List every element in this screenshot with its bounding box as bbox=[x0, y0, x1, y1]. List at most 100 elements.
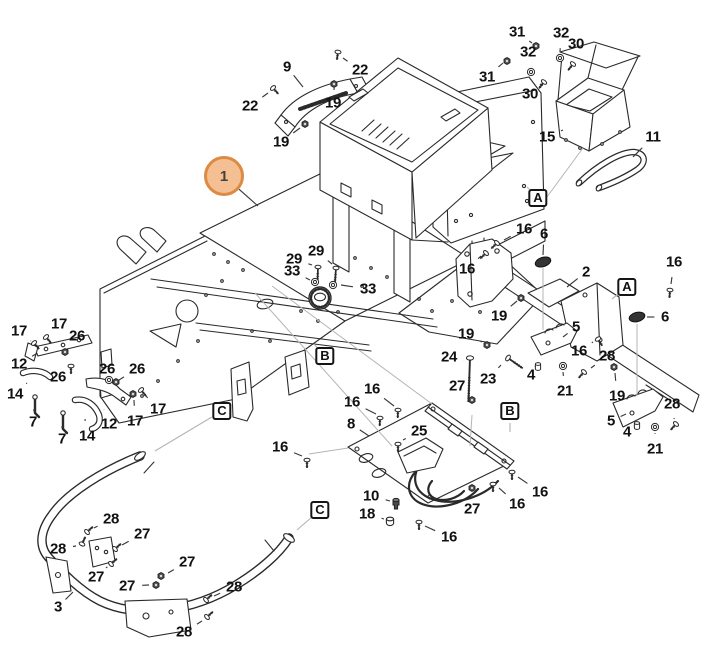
screw-fastener bbox=[269, 85, 279, 95]
part-number-11[interactable]: 11 bbox=[645, 128, 661, 146]
part-number-16[interactable]: 16 bbox=[515, 220, 533, 238]
part-number-23[interactable]: 23 bbox=[479, 370, 497, 388]
part-number-3[interactable]: 3 bbox=[53, 598, 63, 616]
screw-fastener bbox=[670, 421, 680, 431]
screw-fastener bbox=[108, 558, 118, 568]
part-number-5[interactable]: 5 bbox=[571, 318, 581, 336]
part-number-26[interactable]: 26 bbox=[128, 360, 146, 378]
part-number-16[interactable]: 16 bbox=[665, 253, 683, 271]
part-number-17[interactable]: 17 bbox=[149, 400, 167, 418]
part-number-33[interactable]: 33 bbox=[283, 262, 301, 280]
part-number-32[interactable]: 32 bbox=[519, 43, 537, 61]
part-number-7[interactable]: 7 bbox=[28, 413, 38, 431]
part-number-5[interactable]: 5 bbox=[606, 412, 616, 430]
screw-fastener bbox=[334, 49, 342, 61]
part-number-27[interactable]: 27 bbox=[448, 377, 466, 395]
screw-fastener bbox=[490, 240, 500, 250]
part-number-19[interactable]: 19 bbox=[324, 94, 342, 112]
part-number-28[interactable]: 28 bbox=[225, 578, 243, 596]
part-number-10[interactable]: 10 bbox=[362, 487, 380, 505]
part-number-27[interactable]: 27 bbox=[133, 525, 151, 543]
part-number-31[interactable]: 31 bbox=[478, 68, 496, 86]
part-number-19[interactable]: 19 bbox=[490, 307, 508, 325]
part-number-16[interactable]: 16 bbox=[508, 495, 526, 513]
part-number-19[interactable]: 19 bbox=[608, 387, 626, 405]
nut-fastener bbox=[517, 294, 525, 302]
part-number-16[interactable]: 16 bbox=[343, 393, 361, 411]
part-number-32[interactable]: 32 bbox=[552, 24, 570, 42]
part-number-28[interactable]: 28 bbox=[102, 510, 120, 528]
part-number-15[interactable]: 15 bbox=[538, 128, 556, 146]
part-number-16[interactable]: 16 bbox=[440, 528, 458, 546]
part-number-12[interactable]: 12 bbox=[10, 355, 28, 373]
part-number-28[interactable]: 28 bbox=[49, 540, 67, 558]
plug-fastener bbox=[392, 497, 400, 510]
part-number-27[interactable]: 27 bbox=[87, 568, 105, 586]
nut-fastener bbox=[483, 341, 491, 349]
part-number-6[interactable]: 6 bbox=[660, 308, 670, 326]
fastener-parts bbox=[30, 42, 680, 621]
part-number-4[interactable]: 4 bbox=[622, 423, 632, 441]
part-number-29[interactable]: 29 bbox=[285, 250, 303, 268]
part-number-19[interactable]: 19 bbox=[457, 325, 475, 343]
part-number-18[interactable]: 18 bbox=[358, 505, 376, 523]
screw-fastener bbox=[303, 457, 311, 468]
part-number-31[interactable]: 31 bbox=[508, 23, 526, 41]
screw-fastener bbox=[112, 543, 122, 553]
part-number-28[interactable]: 28 bbox=[175, 623, 193, 641]
part-number-16[interactable]: 16 bbox=[363, 380, 381, 398]
part-number-28[interactable]: 28 bbox=[663, 395, 681, 413]
part-number-16[interactable]: 16 bbox=[458, 260, 476, 278]
part-number-26[interactable]: 26 bbox=[98, 360, 116, 378]
nut-fastener bbox=[129, 390, 137, 398]
screw-fastener bbox=[538, 79, 548, 89]
part-number-6[interactable]: 6 bbox=[539, 225, 549, 243]
bolt24-fastener bbox=[465, 355, 475, 403]
part-number-22[interactable]: 22 bbox=[351, 61, 369, 79]
left-bracket-parts bbox=[19, 334, 132, 435]
part-number-16[interactable]: 16 bbox=[570, 342, 588, 360]
part-number-8[interactable]: 8 bbox=[346, 415, 356, 433]
part-number-17[interactable]: 17 bbox=[10, 322, 28, 340]
part-number-21[interactable]: 21 bbox=[556, 382, 574, 400]
part-number-9[interactable]: 9 bbox=[282, 58, 292, 76]
part-number-28[interactable]: 28 bbox=[598, 347, 616, 365]
part-number-14[interactable]: 14 bbox=[6, 385, 24, 403]
part-number-7[interactable]: 7 bbox=[57, 430, 67, 448]
part-number-26[interactable]: 26 bbox=[68, 327, 86, 345]
highlighted-part-number-1[interactable]: 1 bbox=[204, 156, 244, 196]
part-number-22[interactable]: 22 bbox=[241, 97, 259, 115]
part-number-25[interactable]: 25 bbox=[410, 422, 428, 440]
part-number-21[interactable]: 21 bbox=[646, 440, 664, 458]
part-number-27[interactable]: 27 bbox=[178, 553, 196, 571]
part-number-33[interactable]: 33 bbox=[359, 280, 377, 298]
part-number-24[interactable]: 24 bbox=[440, 348, 458, 366]
washer-fastener bbox=[650, 422, 660, 432]
part-number-29[interactable]: 29 bbox=[307, 242, 325, 260]
washer-fastener bbox=[555, 53, 565, 63]
part-number-17[interactable]: 17 bbox=[50, 315, 68, 333]
nut-fastener bbox=[610, 363, 618, 371]
part-number-30[interactable]: 30 bbox=[567, 35, 585, 53]
part-number-12[interactable]: 12 bbox=[100, 415, 118, 433]
nut-fastener bbox=[468, 396, 476, 404]
washer-fastener bbox=[328, 280, 338, 290]
part-number-4[interactable]: 4 bbox=[526, 366, 536, 384]
part-number-14[interactable]: 14 bbox=[78, 427, 96, 445]
part-number-19[interactable]: 19 bbox=[272, 133, 290, 151]
part-number-27[interactable]: 27 bbox=[463, 500, 481, 518]
part-number-2[interactable]: 2 bbox=[581, 263, 591, 281]
battery-box-part bbox=[555, 41, 641, 152]
part-number-16[interactable]: 16 bbox=[271, 438, 289, 456]
part-number-16[interactable]: 16 bbox=[531, 483, 549, 501]
bumper-part bbox=[37, 451, 295, 638]
part-number-27[interactable]: 27 bbox=[118, 577, 136, 595]
part-number-30[interactable]: 30 bbox=[521, 85, 539, 103]
washer-fastener bbox=[310, 277, 320, 287]
view-reference-A: A bbox=[617, 278, 637, 296]
part-number-26[interactable]: 26 bbox=[49, 368, 67, 386]
screw-fastener bbox=[204, 611, 214, 621]
view-reference-C: C bbox=[310, 501, 330, 519]
part-number-17[interactable]: 17 bbox=[126, 412, 144, 430]
